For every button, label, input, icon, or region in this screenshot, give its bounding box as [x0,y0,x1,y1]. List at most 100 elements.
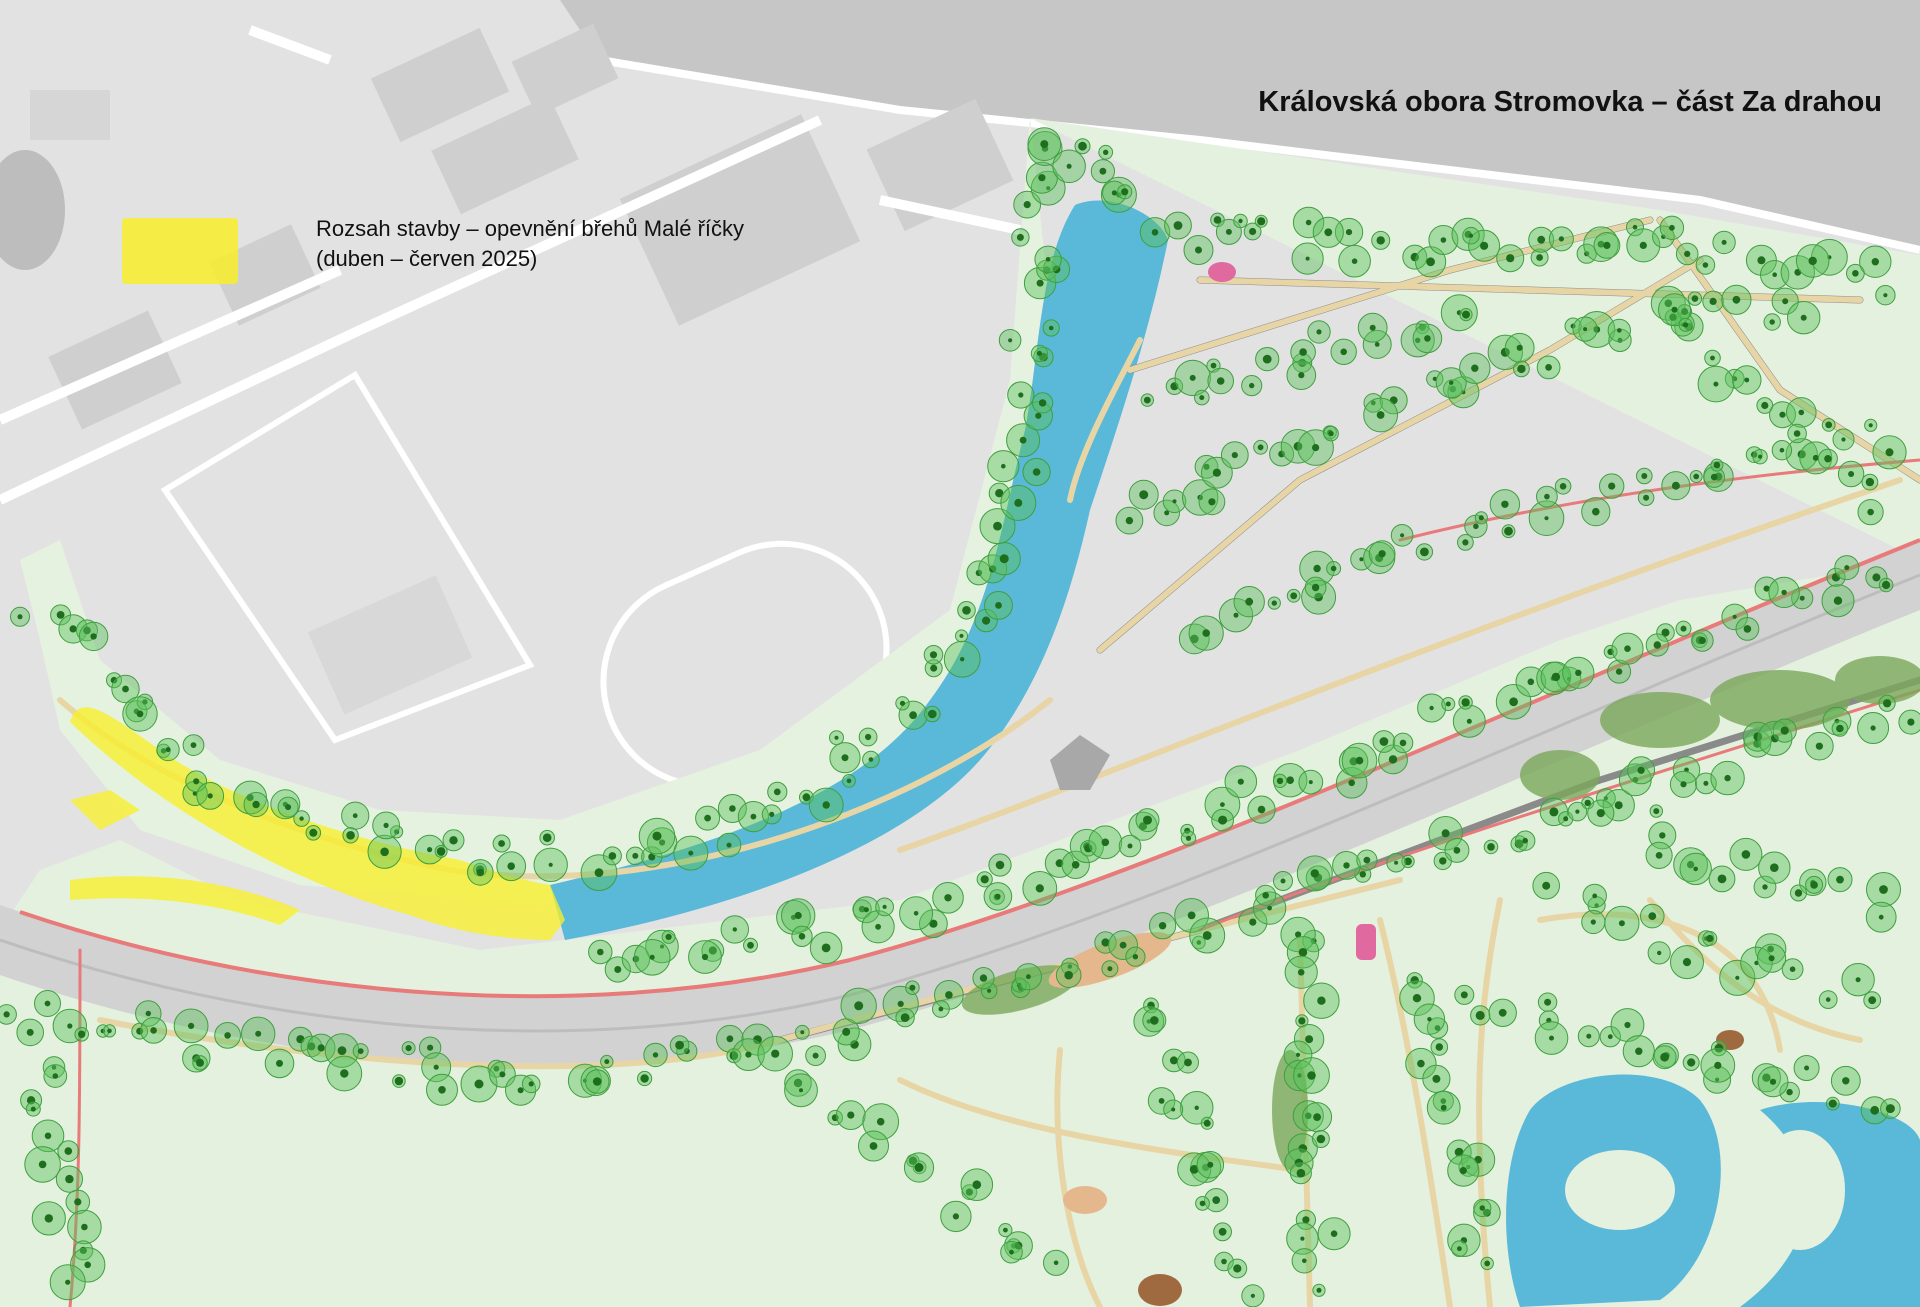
tree-trunk [1036,279,1044,287]
tree-trunk [1466,718,1472,724]
tree-trunk [1202,629,1210,637]
tree-trunk [1297,1073,1302,1078]
tree-trunk [1762,1073,1771,1082]
tree-trunk [1769,1078,1777,1085]
tree-trunk [1473,523,1479,530]
tree-trunk [608,852,617,860]
tree-trunk [1870,725,1876,731]
tree-trunk [383,822,389,829]
tree-trunk [847,1111,855,1119]
tree-trunk [1460,991,1468,999]
tree-trunk [394,1076,404,1086]
tree-trunk [1150,1016,1159,1025]
tree-trunk [1632,224,1638,230]
tree-trunk [649,954,655,960]
sports-field [307,575,473,715]
tree-trunk [44,1214,53,1223]
tree-trunk [1624,645,1631,652]
tree-trunk [1249,227,1257,236]
tree-trunk [1440,1104,1447,1111]
tree-trunk [1449,380,1454,385]
tree-trunk [1199,1200,1206,1207]
tree-trunk [1537,235,1546,244]
tree-trunk [1278,450,1285,458]
tree-trunk [476,868,484,877]
tree-trunk [1298,372,1305,379]
tree-trunk [1848,471,1855,477]
tree-trunk [1680,625,1687,632]
tree-trunk [959,633,964,638]
tree-trunk [1544,998,1552,1006]
tree-trunk [1551,672,1561,682]
tree-trunk [1885,1104,1895,1114]
tree-trunk [542,833,552,842]
tree-trunk [1664,299,1673,308]
tree-trunk [1669,224,1675,231]
tree-trunk [78,1030,86,1039]
legend-swatch-construction [122,218,238,284]
tree-trunk [1715,1077,1720,1082]
tree-trunk [1867,508,1874,516]
tree-trunk [1870,1105,1880,1115]
tree-trunk [659,839,666,846]
tree-trunk [1563,816,1569,822]
tree-trunk [1210,362,1217,369]
tree-trunk [65,1174,74,1184]
tree-trunk [1003,1227,1008,1233]
tree-trunk [1299,348,1307,356]
tree-trunk [1659,832,1666,839]
tree-trunk [1575,809,1580,814]
tree-trunk [594,868,604,877]
railway-edge [19,538,1920,999]
tree-trunk [993,521,1002,531]
tree-trunk [90,633,97,640]
tree-trunk [1769,319,1775,325]
tree-trunk [1500,347,1510,357]
pond-island-2 [1755,1130,1845,1250]
tree-trunk [930,664,938,672]
tree-trunk [1340,348,1347,356]
tree-trunk [1794,889,1803,897]
tree-trunk [1300,1236,1305,1241]
tree-trunk [1359,871,1367,878]
tree-trunk [1237,778,1244,785]
tree-trunk [1016,982,1022,988]
tree-trunk [1682,958,1692,967]
tree-trunk [1815,742,1823,750]
tree-trunk [1225,228,1232,235]
tree-trunk [1617,328,1622,333]
tree-trunk [1305,256,1310,261]
tree-trunk [64,1147,73,1155]
tree-trunk [821,943,831,953]
tree-trunk [1498,1008,1507,1017]
highway-edge [599,56,1920,254]
tree-trunk [1295,1052,1301,1057]
tree-trunk [1432,376,1437,381]
tree-trunk [1522,837,1528,844]
tree-trunk [773,788,781,796]
tree-trunk [1624,1021,1631,1029]
tree-trunk [1516,344,1523,351]
tree-trunk [1035,884,1044,893]
tree-trunk [427,847,433,853]
tree-trunk [1355,756,1364,765]
tree-trunk [1702,262,1709,268]
pond [550,200,1168,940]
tree-trunk [1871,258,1880,266]
tree-trunk [1324,228,1333,237]
tree-trunk [1328,431,1334,437]
tree-trunk [1378,550,1386,558]
tree-trunk [1121,188,1129,196]
tree-trunk [83,626,91,635]
tree-trunk [729,1051,739,1060]
tree-trunk [1770,863,1779,872]
tree-trunk [1111,190,1117,196]
tree-trunk [165,747,171,753]
tree-trunk [1305,1035,1314,1044]
tree-trunk [528,1081,534,1087]
tree-trunk [1305,1112,1312,1120]
tree-trunk [1213,216,1222,224]
tree-trunk [1812,454,1819,461]
tree-trunk [307,1042,316,1051]
tree-trunk [1359,557,1364,562]
